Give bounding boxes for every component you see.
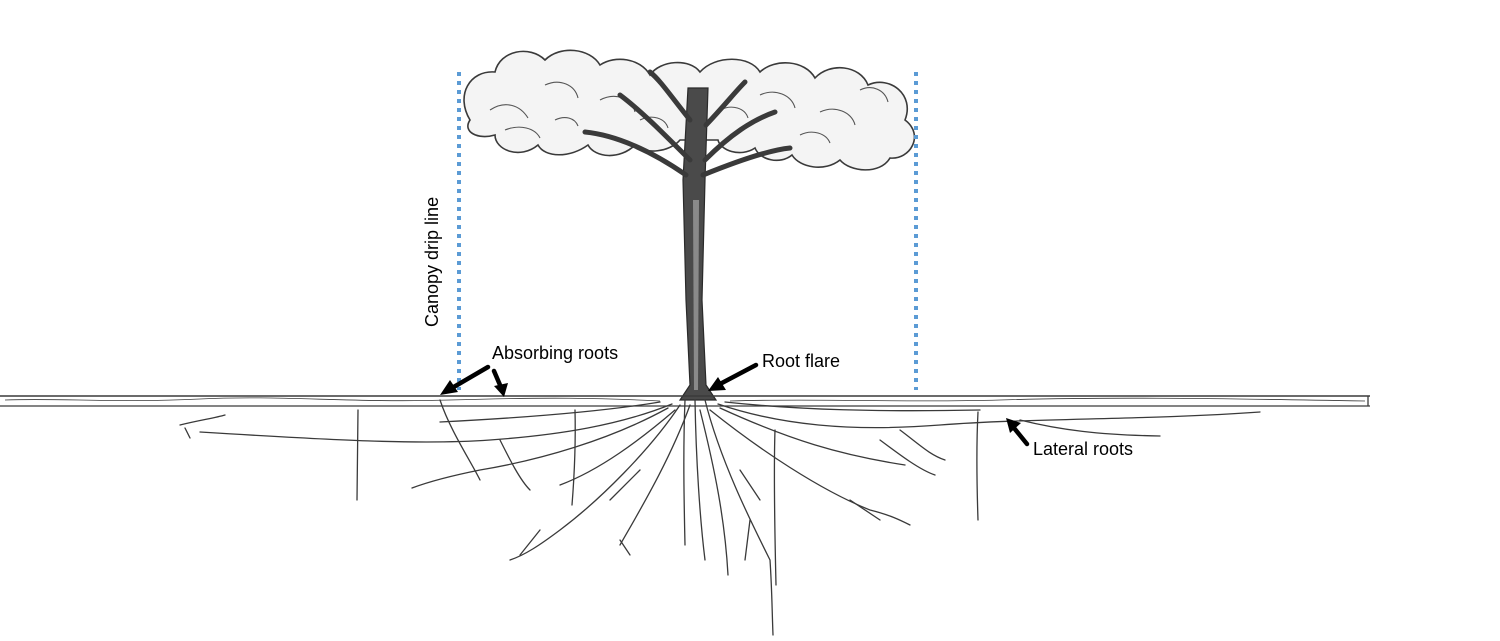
absorbing-roots-arrowhead-2 [494, 383, 508, 397]
arrowheads [440, 377, 1021, 433]
lateral-roots-arrow [1014, 428, 1027, 444]
canopy-drip-line-label: Canopy drip line [422, 197, 443, 327]
absorbing-roots-label: Absorbing roots [492, 343, 618, 364]
root-flare-label: Root flare [762, 351, 840, 372]
lateral-roots-label: Lateral roots [1033, 439, 1133, 460]
absorbing-roots-arrow-2 [494, 371, 500, 385]
root-flare-arrow [720, 365, 756, 384]
root-system [180, 400, 1260, 635]
